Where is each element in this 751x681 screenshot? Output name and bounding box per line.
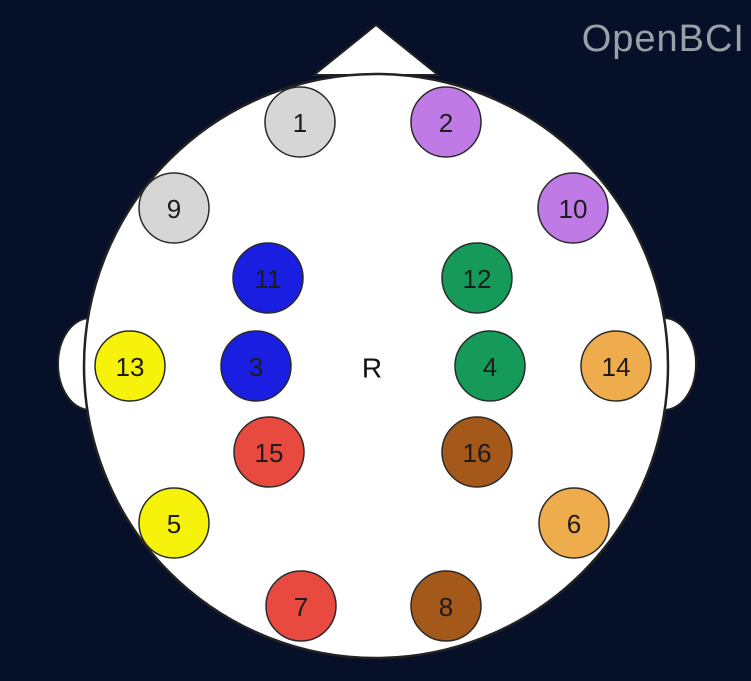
electrode-circle bbox=[233, 416, 305, 488]
electrode-label: 7 bbox=[294, 592, 308, 622]
electrode-16: 16 bbox=[441, 416, 513, 488]
electrode-circle bbox=[232, 242, 304, 314]
electrode-8: 8 bbox=[410, 570, 482, 642]
reference-label: R bbox=[362, 353, 382, 384]
electrode-circle bbox=[538, 487, 610, 559]
electrode-circle bbox=[220, 330, 292, 402]
electrode-label: 9 bbox=[167, 194, 181, 224]
electrode-10: 10 bbox=[537, 172, 609, 244]
head-outline bbox=[82, 72, 670, 660]
electrode-circle bbox=[441, 416, 513, 488]
electrode-label: 12 bbox=[463, 264, 492, 294]
electrode-15: 15 bbox=[233, 416, 305, 488]
electrode-3: 3 bbox=[220, 330, 292, 402]
electrode-label: 10 bbox=[559, 194, 588, 224]
electrode-13: 13 bbox=[94, 330, 166, 402]
electrode-circle bbox=[454, 330, 526, 402]
electrode-4: 4 bbox=[454, 330, 526, 402]
electrode-label: 11 bbox=[255, 264, 282, 294]
electrode-circle bbox=[441, 242, 513, 314]
electrode-6: 6 bbox=[538, 487, 610, 559]
electrode-label: 1 bbox=[293, 108, 307, 138]
nose bbox=[311, 23, 441, 76]
electrode-1: 1 bbox=[264, 86, 336, 158]
electrode-circle bbox=[264, 86, 336, 158]
electrode-circle bbox=[138, 172, 210, 244]
electrode-7: 7 bbox=[265, 570, 337, 642]
electrode-12: 12 bbox=[441, 242, 513, 314]
electrode-14: 14 bbox=[580, 330, 652, 402]
electrode-circle bbox=[537, 172, 609, 244]
electrode-circle bbox=[94, 330, 166, 402]
electrode-circle bbox=[265, 570, 337, 642]
electrode-2: 2 bbox=[410, 86, 482, 158]
electrode-circle bbox=[138, 487, 210, 559]
electrode-label: 6 bbox=[567, 509, 581, 539]
electrode-9: 9 bbox=[138, 172, 210, 244]
electrode-label: 8 bbox=[439, 592, 453, 622]
electrode-label: 13 bbox=[116, 352, 145, 382]
electrode-circle bbox=[410, 570, 482, 642]
brand-logo-text: OpenBCI bbox=[581, 18, 745, 60]
electrode-11: 11 bbox=[232, 242, 304, 314]
electrode-circle bbox=[580, 330, 652, 402]
electrode-circle bbox=[410, 86, 482, 158]
electrode-label: 14 bbox=[602, 352, 631, 382]
electrode-label: 15 bbox=[255, 438, 284, 468]
electrode-label: 16 bbox=[463, 438, 492, 468]
electrode-label: 5 bbox=[167, 509, 181, 539]
electrode-label: 3 bbox=[249, 352, 263, 382]
electrode-label: 2 bbox=[439, 108, 453, 138]
electrode-5: 5 bbox=[138, 487, 210, 559]
electrode-label: 4 bbox=[483, 352, 497, 382]
